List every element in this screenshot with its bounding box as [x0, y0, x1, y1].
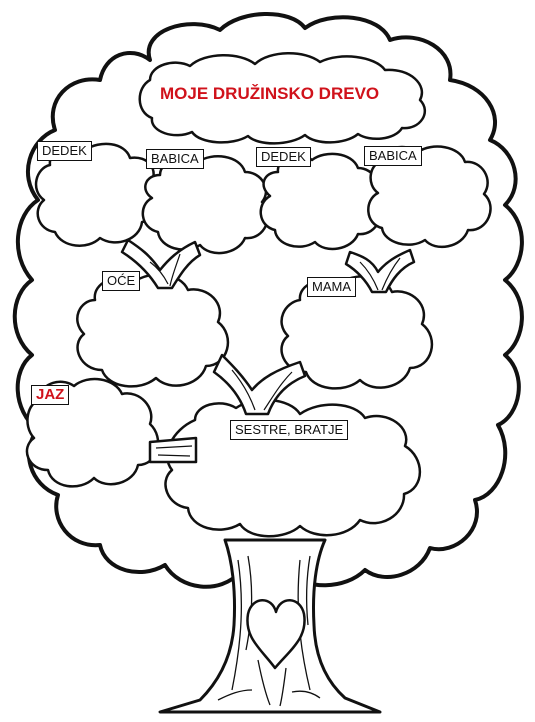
page-title: MOJE DRUŽINSKO DREVO — [160, 84, 379, 104]
label-grandfather-right[interactable]: DEDEK — [256, 147, 311, 167]
label-siblings[interactable]: SESTRE, BRATJE — [230, 420, 348, 440]
label-grandmother-right[interactable]: BABICA — [364, 146, 422, 166]
label-mother[interactable]: MAMA — [307, 277, 356, 297]
label-me[interactable]: JAZ — [31, 385, 69, 405]
label-grandmother-left[interactable]: BABICA — [146, 149, 204, 169]
label-father[interactable]: OĆE — [102, 271, 140, 291]
label-grandfather-left[interactable]: DEDEK — [37, 141, 92, 161]
